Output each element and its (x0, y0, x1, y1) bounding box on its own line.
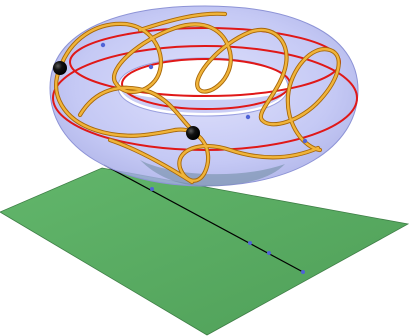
blue-point (301, 270, 305, 274)
blue-point (100, 42, 106, 48)
torus-underside (140, 160, 285, 186)
blue-point (302, 138, 308, 144)
black-point-left (53, 61, 67, 75)
blue-point (148, 64, 154, 70)
torus-blue-points (100, 42, 308, 144)
black-points (53, 61, 200, 140)
blue-point (245, 114, 251, 120)
blue-point (150, 187, 154, 191)
section-line-points (150, 187, 305, 274)
orange-curve (54, 11, 341, 185)
blue-point (248, 241, 252, 245)
black-point-center (186, 126, 200, 140)
blue-point (267, 251, 271, 255)
green-plane (0, 167, 409, 336)
